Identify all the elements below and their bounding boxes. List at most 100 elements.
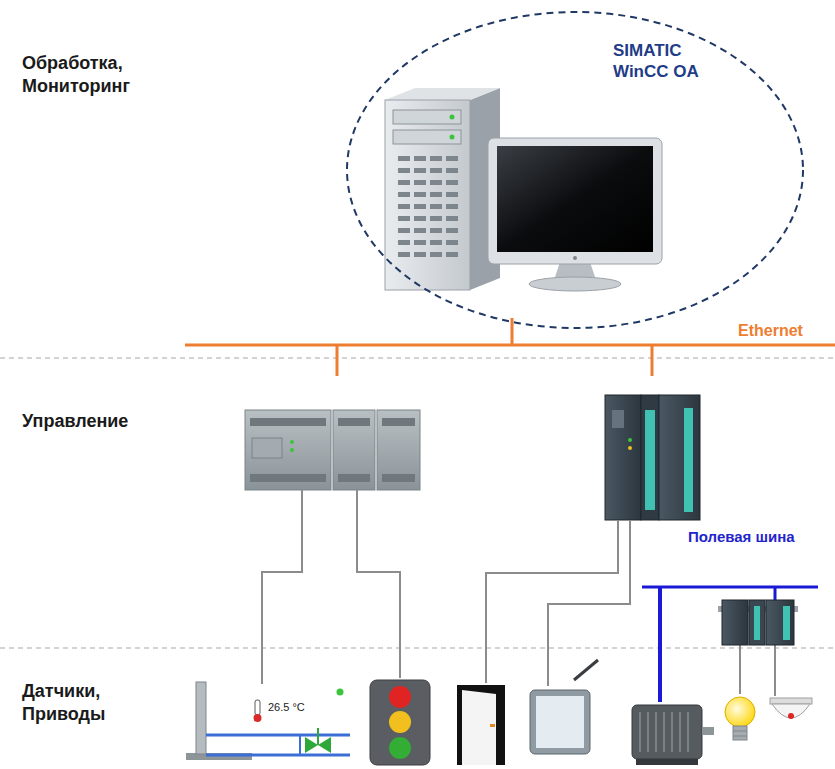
boundary-outline [345, 10, 805, 330]
plc-s7-300 [684, 408, 693, 512]
server-tower [414, 204, 426, 209]
plc-s7-1200 [290, 448, 294, 452]
server-tower [450, 115, 455, 120]
server-tower [430, 204, 442, 209]
plc-s7-300 [645, 410, 655, 510]
plc-s7-300 [605, 395, 700, 520]
plc-s7-1200 [250, 474, 326, 482]
server-tower [446, 180, 458, 185]
traffic-light [370, 680, 430, 765]
ethernet-line [511, 318, 514, 345]
process-sensor [196, 682, 206, 754]
process-sensor [318, 737, 331, 753]
plc-s7-1200 [382, 474, 415, 482]
tablet [574, 660, 598, 680]
process-sensor [254, 714, 262, 722]
ethernet-line [651, 345, 654, 376]
server-tower [398, 252, 410, 257]
tablet [536, 696, 584, 748]
smoke-detector [770, 698, 812, 704]
motor [640, 712, 688, 752]
server-tower [430, 216, 442, 221]
wire [357, 490, 400, 678]
plc-s7-1200 [245, 410, 331, 490]
plc-s7-300 [628, 438, 632, 442]
light-bulb [725, 697, 755, 740]
server-tower [385, 88, 500, 290]
motor [632, 705, 702, 759]
server-tower [398, 240, 410, 245]
server-tower [414, 156, 426, 161]
ethernet-line [336, 345, 339, 376]
process-sensor [299, 735, 301, 755]
server-tower [398, 216, 410, 221]
server-tower [414, 228, 426, 233]
server-tower [414, 252, 426, 257]
server-tower [430, 156, 442, 161]
process-sensor [206, 735, 350, 755]
temperature-value: 26.5 °C [268, 701, 305, 714]
server-tower [446, 252, 458, 257]
server-tower [446, 168, 458, 173]
server-tower [446, 240, 458, 245]
process-sensor [317, 728, 319, 745]
server-tower [446, 216, 458, 221]
boundary-outline [347, 12, 803, 328]
server-tower [430, 168, 442, 173]
door [490, 724, 495, 727]
monitor [488, 138, 662, 264]
light-bulb [733, 731, 747, 736]
server-tower [393, 110, 461, 124]
fieldbus-line [658, 587, 662, 702]
process-sensor [337, 689, 344, 696]
server-tower [446, 192, 458, 197]
level-label: Управление [22, 410, 162, 433]
ethernet-line [185, 318, 835, 376]
plc-s7-1200 [252, 438, 282, 458]
system-name: SIMATIC WinCC OA [613, 40, 731, 83]
server-tower [398, 204, 410, 209]
traffic-light [389, 711, 411, 733]
server-tower [430, 180, 442, 185]
traffic-light [389, 686, 411, 708]
separator-line [0, 358, 835, 648]
server-tower [398, 180, 410, 185]
plc-s7-300 [641, 395, 659, 520]
door [457, 685, 505, 765]
motor [636, 759, 698, 765]
plc-s7-1200 [377, 410, 420, 490]
server-tower [446, 156, 458, 161]
server-tower [430, 192, 442, 197]
server-tower [446, 228, 458, 233]
light-bulb [733, 726, 747, 740]
server-tower [414, 216, 426, 221]
process-sensor [255, 700, 260, 715]
server-tower [398, 156, 410, 161]
server-tower [430, 240, 442, 245]
wire [262, 490, 775, 696]
plc-s7-1200 [338, 474, 370, 482]
fieldbus-line [774, 587, 777, 600]
et200-module [722, 600, 748, 645]
et200-module [718, 600, 798, 645]
server-tower [393, 130, 461, 144]
process-sensor [305, 737, 318, 753]
et200-module [766, 600, 794, 645]
plc-s7-300 [628, 446, 632, 450]
smoke-detector [772, 704, 810, 718]
traffic-light [370, 680, 430, 765]
server-tower [430, 252, 442, 257]
plc-s7-1200 [290, 440, 294, 444]
monitor [488, 138, 662, 291]
tablet [530, 690, 590, 754]
server-tower [385, 88, 500, 100]
level-label: Датчики, Приводы [22, 680, 162, 727]
tablet [530, 660, 598, 754]
wire [486, 520, 618, 683]
server-tower [398, 168, 410, 173]
monitor [573, 256, 577, 260]
server-tower [450, 135, 455, 140]
separator-line [0, 357, 835, 358]
